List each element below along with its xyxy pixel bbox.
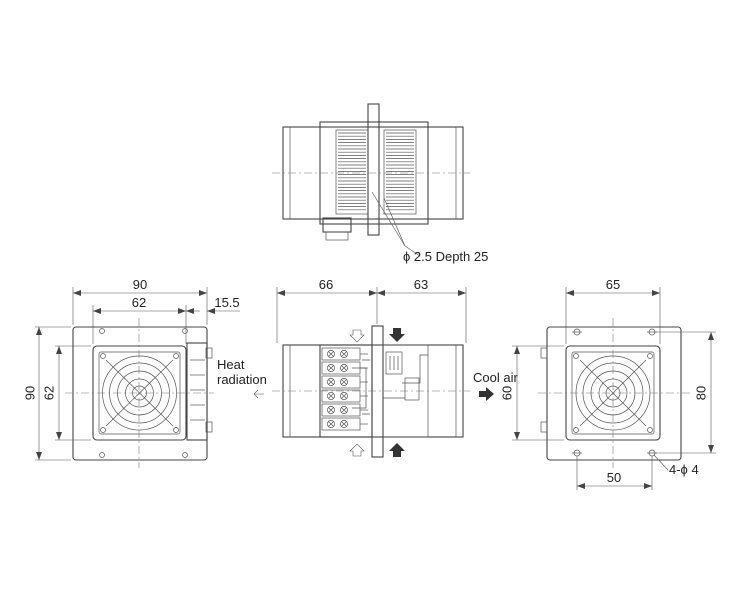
- air-arrow-out-bottom-icon: [389, 443, 405, 457]
- back-width-holes: 50: [607, 470, 621, 485]
- side-depth-left: 66: [319, 277, 333, 292]
- terminal-screw-icon: [327, 364, 335, 372]
- terminal-screw-icon: [327, 350, 335, 358]
- terminal-screw-icon: [340, 392, 348, 400]
- front-terminal-depth: 15.5: [214, 295, 239, 310]
- cool-air-arrow-icon: [479, 387, 494, 401]
- terminal-screw-icon: [340, 350, 348, 358]
- heatsink-fins-top: [338, 132, 414, 211]
- terminal-screw-icon: [327, 406, 335, 414]
- terminal-screw-icon: [340, 420, 348, 428]
- terminal-screw-icon: [340, 406, 348, 414]
- front-height-outer: 90: [22, 386, 37, 400]
- terminal-screw-icon: [327, 420, 335, 428]
- air-arrow-in-top-icon: [349, 329, 365, 343]
- heat-label-line1: Heat: [217, 357, 245, 372]
- air-arrow-in-bottom-icon: [349, 443, 365, 457]
- front-height-fan: 62: [41, 386, 56, 400]
- back-view: 65 60 80 50 4-ϕ 4: [499, 277, 716, 490]
- terminal-screw-icon: [327, 392, 335, 400]
- terminal-screw-icon: [340, 378, 348, 386]
- air-arrow-out-top-icon: [389, 328, 405, 342]
- terminal-screw-icon: [340, 364, 348, 372]
- terminal-screw-icon: [327, 378, 335, 386]
- heat-arrow-icon: [253, 389, 264, 399]
- back-width-top: 65: [606, 277, 620, 292]
- top-view: ϕ 2.5 Depth 25: [272, 103, 488, 264]
- front-width-outer: 90: [133, 277, 147, 292]
- back-height-inner: 60: [499, 386, 514, 400]
- front-width-fan: 62: [132, 295, 146, 310]
- side-depth-right: 63: [414, 277, 428, 292]
- heat-label-line2: radiation: [217, 372, 267, 387]
- side-view: 66 63 Cool air: [272, 277, 518, 458]
- terminal-block: [321, 347, 368, 431]
- back-height-holes: 80: [693, 386, 708, 400]
- top-hole-callout: ϕ 2.5 Depth 25: [403, 249, 488, 264]
- front-view: 90 62 15.5 90 62 Heat radiation: [22, 277, 267, 468]
- back-hole-callout: 4-ϕ 4: [669, 462, 699, 477]
- cool-air-label: Cool air: [473, 370, 518, 385]
